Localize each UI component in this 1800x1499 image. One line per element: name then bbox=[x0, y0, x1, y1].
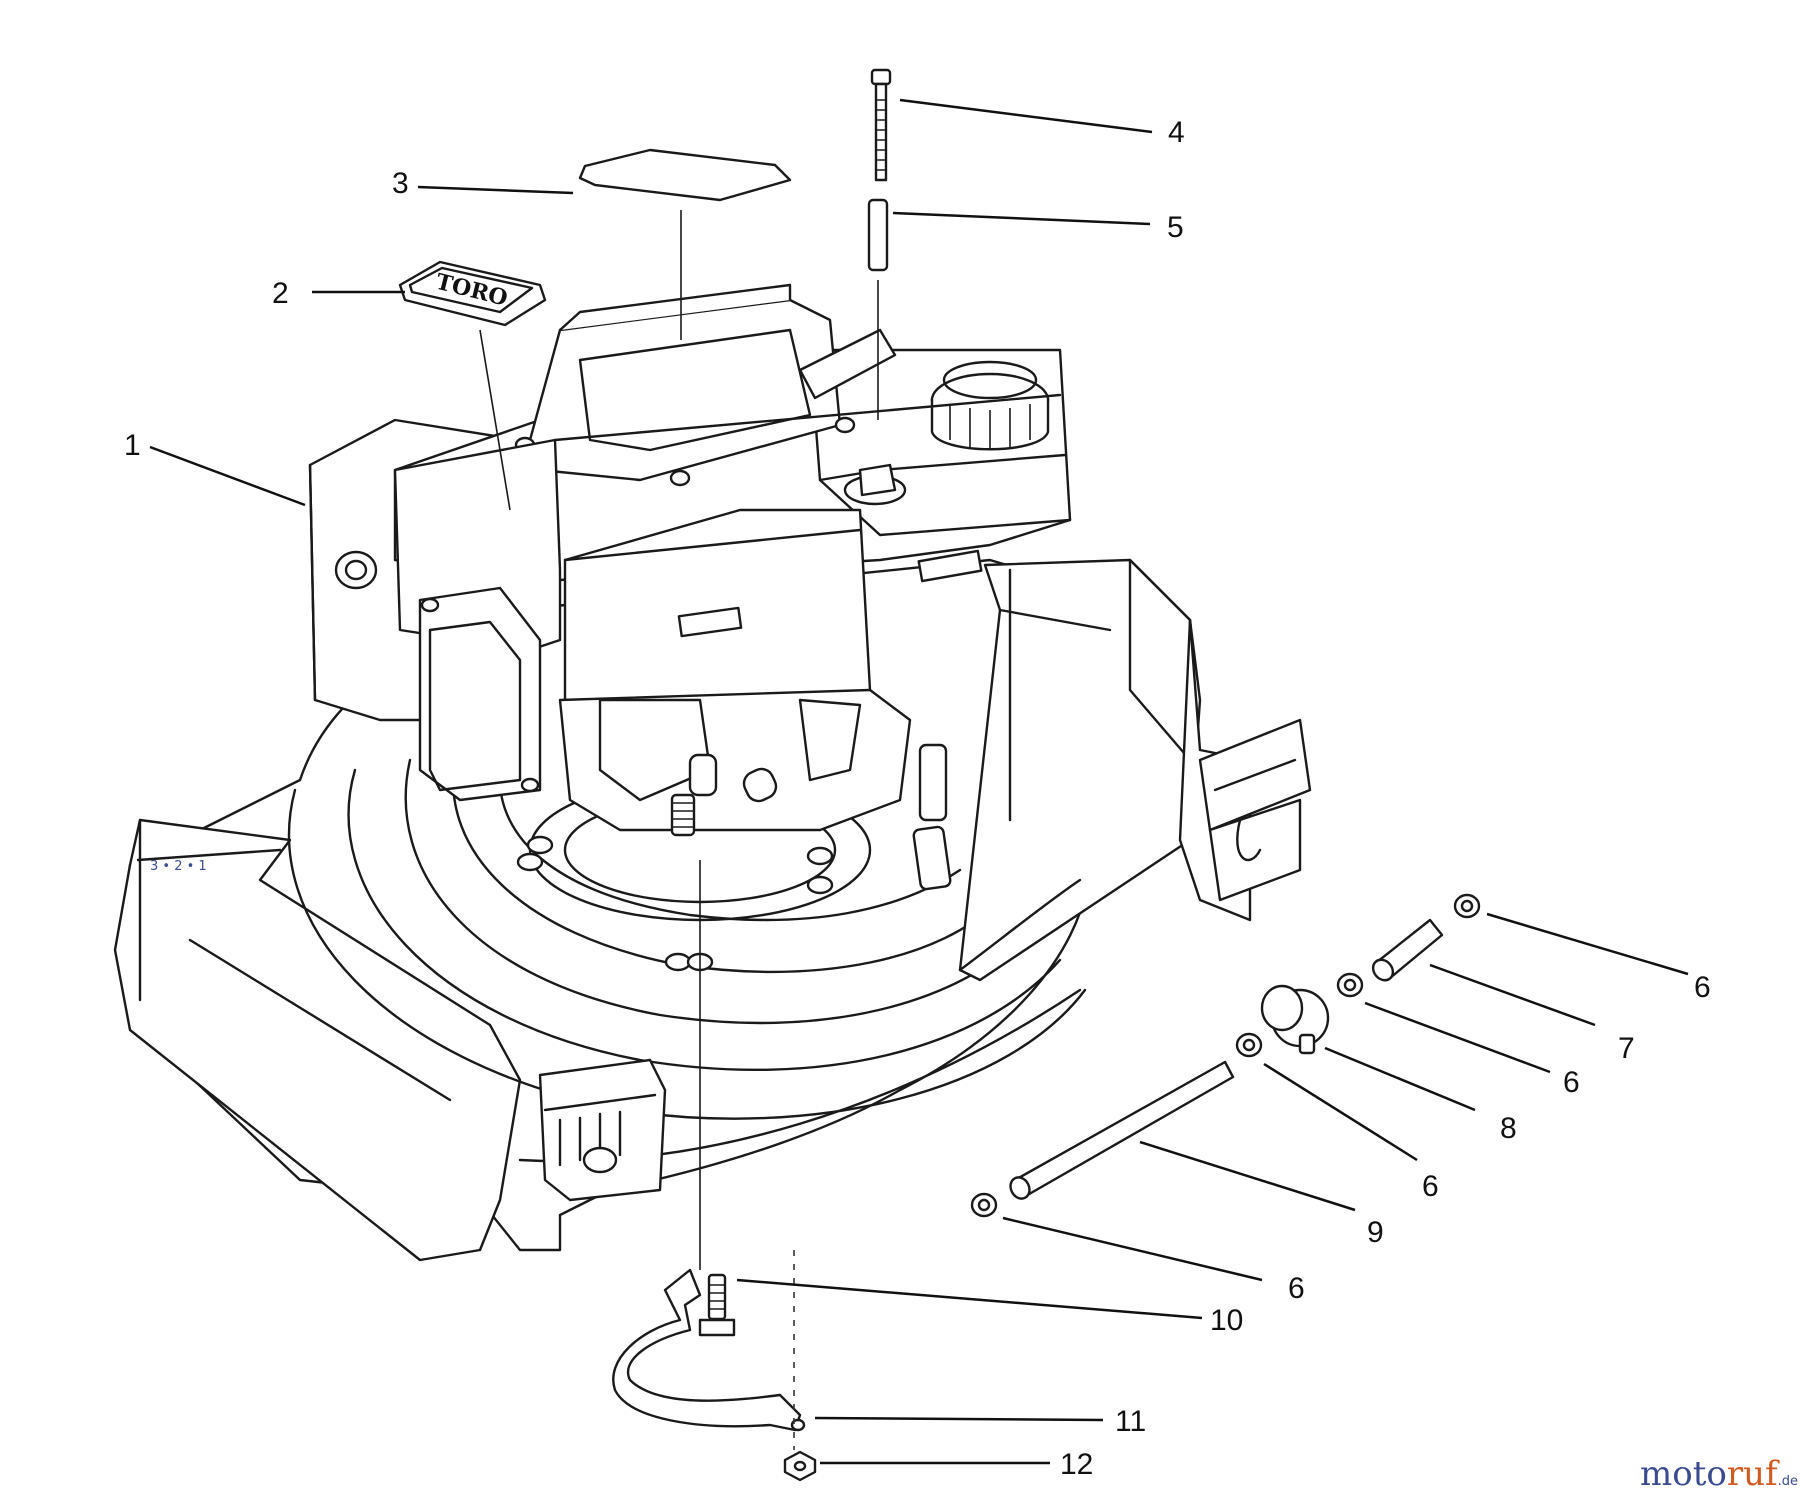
air-filter-element bbox=[578, 148, 792, 340]
muffler bbox=[418, 586, 542, 802]
engine bbox=[308, 283, 1072, 837]
callouts: 1 2 3 4 5 6 7 6 8 6 9 6 10 11 12 bbox=[124, 116, 1711, 1481]
fuel-hose-short bbox=[1371, 918, 1444, 982]
hose-clamp-bottom bbox=[970, 1192, 998, 1218]
spacer-tube bbox=[867, 198, 889, 420]
callout-3: 3 bbox=[392, 167, 409, 200]
fuel-filter bbox=[1260, 984, 1330, 1055]
screw-10 bbox=[698, 1273, 736, 1337]
hose-clamp-low bbox=[1235, 1032, 1263, 1058]
hose-clamp-mid bbox=[1336, 972, 1364, 998]
leader-lines bbox=[149, 98, 1689, 1465]
front-height-adjuster bbox=[538, 1058, 667, 1202]
watermark-part1: moto bbox=[1640, 1454, 1727, 1494]
fuel-cap bbox=[930, 360, 1050, 451]
callout-4: 4 bbox=[1168, 116, 1185, 149]
toro-decal: TORO bbox=[398, 260, 547, 511]
bolt-long bbox=[870, 68, 892, 182]
callout-7: 7 bbox=[1618, 1032, 1635, 1065]
callout-6b: 6 bbox=[1563, 1066, 1580, 1099]
svg-text:3 • 2 • 1: 3 • 2 • 1 bbox=[150, 859, 207, 874]
watermark-logo: motoruf.de bbox=[1640, 1454, 1798, 1494]
bracket-11 bbox=[612, 1268, 806, 1432]
fuel-hose-long bbox=[1009, 1060, 1235, 1200]
rear-chute-housing bbox=[958, 558, 1312, 982]
callout-6a: 6 bbox=[1694, 971, 1711, 1004]
callout-6d: 6 bbox=[1288, 1272, 1305, 1305]
callout-12: 12 bbox=[1060, 1448, 1093, 1481]
hose-clamp-top bbox=[1453, 893, 1481, 919]
watermark-part2: ruf bbox=[1727, 1454, 1780, 1494]
nut-12 bbox=[783, 1450, 817, 1482]
callout-8: 8 bbox=[1500, 1112, 1517, 1145]
callout-10: 10 bbox=[1210, 1304, 1243, 1337]
callout-1: 1 bbox=[124, 429, 141, 462]
mower-deck: 3 • 2 • 1 bbox=[113, 558, 1193, 1262]
callout-6c: 6 bbox=[1422, 1170, 1439, 1203]
callout-11: 11 bbox=[1115, 1405, 1146, 1438]
callout-5: 5 bbox=[1167, 211, 1184, 244]
callout-2: 2 bbox=[272, 277, 289, 310]
svg-text:motoruf.de: motoruf.de bbox=[1640, 1454, 1798, 1494]
watermark-suffix: .de bbox=[1778, 1474, 1798, 1489]
callout-9: 9 bbox=[1367, 1216, 1384, 1249]
